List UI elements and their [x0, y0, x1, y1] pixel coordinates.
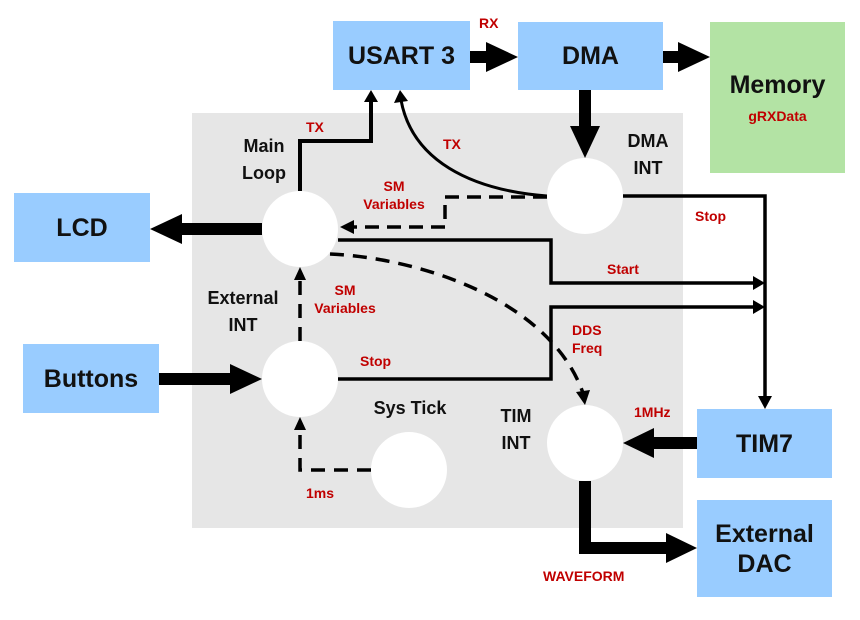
memory-sublabel: gRXData: [748, 108, 807, 125]
external-int-label: External INT: [207, 288, 279, 335]
edge-dma-int-to-tim7: [623, 194, 772, 409]
edge-dma-to-memory: [663, 42, 710, 72]
main-loop-label: Main Loop: [242, 136, 286, 183]
1mhz-label: 1MHz: [634, 404, 671, 420]
edge-dma-int-to-main: [340, 195, 547, 234]
tim7-label: TIM7: [736, 429, 793, 458]
edge-tim7-to-tim-int: [623, 428, 697, 458]
dma-block: DMA: [518, 22, 663, 90]
main-loop-node: [262, 191, 338, 267]
start-label: Start: [607, 261, 639, 277]
dds-freq-label: DDS Freq: [572, 322, 603, 357]
external-dac-label: External DAC: [715, 519, 814, 578]
ext-sm-variables-label: SM Variables: [314, 282, 376, 317]
lcd-block: LCD: [14, 193, 150, 262]
buttons-block: Buttons: [23, 344, 159, 413]
edge-dma-to-dma-int: [570, 90, 600, 158]
edge-main-to-tim-int: [329, 252, 590, 405]
memory-block: Memory gRXData: [710, 22, 845, 173]
dma-label: DMA: [562, 42, 619, 70]
edge-main-to-usart: [298, 90, 378, 191]
edge-ext-int-to-tim7: [338, 300, 765, 381]
sys-tick-label: Sys Tick: [373, 398, 447, 418]
external-dac-block: External DAC: [697, 500, 832, 597]
edge-main-to-lcd: [150, 214, 262, 244]
external-int-node: [262, 341, 338, 417]
rx-label: RX: [479, 15, 499, 31]
1ms-label: 1ms: [306, 485, 335, 501]
usart3-block: USART 3: [333, 21, 470, 90]
waveform-label: WAVEFORM: [543, 568, 625, 584]
memory-label: Memory: [729, 71, 826, 100]
edge-systick-to-ext-int: [294, 417, 371, 472]
dma-int-label: DMA INT: [627, 131, 669, 178]
sys-tick-node: [371, 432, 447, 508]
edge-main-to-tim7: [338, 238, 765, 290]
edge-ext-int-to-main: [294, 267, 306, 341]
dma-stop-label: Stop: [695, 208, 727, 224]
ext-stop-label: Stop: [360, 353, 392, 369]
usart3-label: USART 3: [348, 41, 455, 70]
tim-int-label: TIM INT: [500, 406, 532, 453]
main-tx-label: TX: [306, 119, 324, 135]
edge-dma-int-to-usart: [394, 90, 548, 198]
lcd-label: LCD: [56, 213, 108, 242]
buttons-label: Buttons: [43, 364, 139, 393]
dma-int-node: [547, 158, 623, 234]
tim7-block: TIM7: [697, 409, 832, 478]
tim-int-node: [547, 405, 623, 481]
edge-usart-to-dma: [470, 42, 518, 72]
dma-sm-variables-label: SM Variables: [363, 178, 425, 213]
dma-int-tx-label: TX: [443, 136, 461, 152]
edge-buttons-to-ext-int: [159, 364, 262, 394]
edge-tim-int-to-dac: [579, 481, 697, 563]
